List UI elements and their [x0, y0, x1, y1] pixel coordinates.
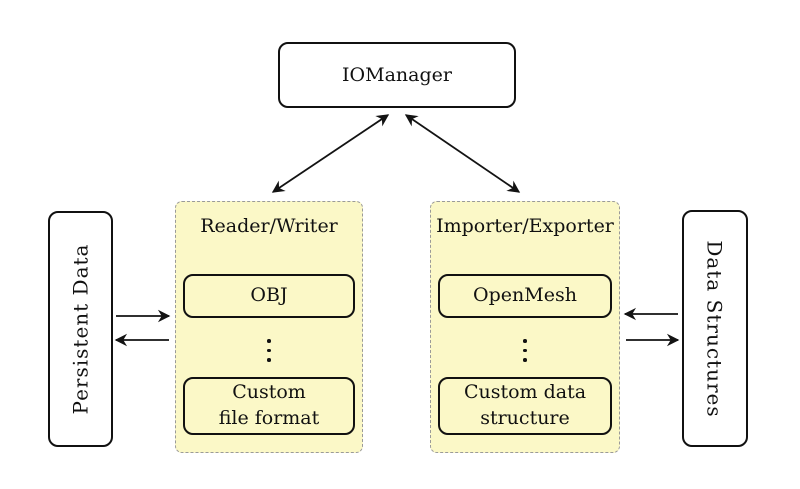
edge-iomanager-importerexporter: [404, 114, 521, 193]
panel-importer-exporter-title: Importer/Exporter: [436, 215, 614, 237]
node-custom-file-format-line2: file format: [218, 407, 320, 429]
node-data-structures-label: Data Structures: [703, 239, 727, 418]
node-iomanager: IOManager: [278, 42, 516, 108]
node-data-structures: Data Structures: [682, 210, 748, 447]
node-custom-file-format: Custom file format: [183, 377, 355, 435]
node-obj: OBJ: [183, 274, 355, 318]
node-persistent-data-label: Persistent Data: [68, 243, 93, 415]
panel-importer-exporter: Importer/Exporter OpenMesh Custom data s…: [430, 201, 620, 453]
node-openmesh: OpenMesh: [438, 274, 612, 318]
node-custom-data-structure: Custom data structure: [438, 377, 612, 435]
node-custom-data-structure-line2: structure: [480, 407, 570, 429]
node-custom-data-structure-line1: Custom data: [463, 381, 587, 404]
node-iomanager-label: IOManager: [342, 64, 452, 86]
edge-iomanager-readerwriter: [271, 114, 390, 193]
panel-reader-writer: Reader/Writer OBJ Custom file format: [175, 201, 363, 453]
node-obj-label: OBJ: [250, 284, 288, 307]
node-persistent-data: Persistent Data: [48, 211, 113, 447]
node-custom-file-format-line1: Custom: [232, 381, 306, 404]
vertical-ellipsis-icon: [176, 336, 362, 365]
panel-reader-writer-title: Reader/Writer: [200, 215, 338, 237]
vertical-ellipsis-icon: [431, 336, 619, 365]
node-openmesh-label: OpenMesh: [473, 284, 577, 307]
